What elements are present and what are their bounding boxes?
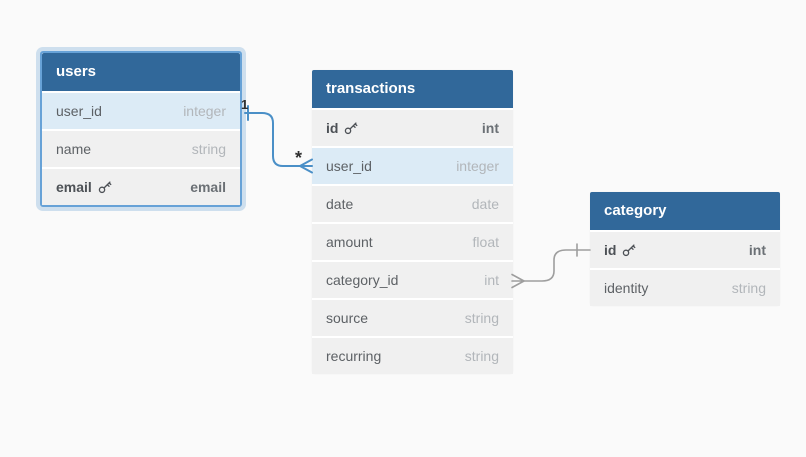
field-row-source[interactable]: source string [312,300,513,336]
crow-foot-many-icon [299,158,313,174]
field-row-amount[interactable]: amount float [312,224,513,260]
key-icon [345,122,358,135]
field-row-recurring[interactable]: recurring string [312,338,513,374]
field-type: integer [456,158,499,174]
field-type: string [191,141,226,157]
field-name: user_id [56,103,102,119]
field-name: category_id [326,272,399,288]
field-type: string [464,310,499,326]
field-name: email [56,179,92,195]
table-users[interactable]: users user_id integer name string email … [40,51,242,207]
field-name: name [56,141,92,157]
table-users-header[interactable]: users [42,53,240,91]
field-type: string [464,348,499,364]
key-icon [623,244,636,257]
edge-transactions-category[interactable] [511,243,591,289]
table-category[interactable]: category id int identity string [590,192,780,306]
field-row-name[interactable]: name string [42,131,240,167]
field-row-id[interactable]: id int [590,232,780,268]
key-icon [98,181,112,194]
field-row-user_id[interactable]: user_id integer [42,93,240,129]
field-type: string [731,280,766,296]
field-row-user_id[interactable]: user_id integer [312,148,513,184]
field-row-id[interactable]: id int [312,110,513,146]
field-type: integer [183,103,226,119]
field-type: float [472,234,499,250]
field-row-email[interactable]: email email [42,169,240,205]
field-row-category_id[interactable]: category_id int [312,262,513,298]
field-type: date [471,196,499,212]
field-name: amount [326,234,373,250]
field-name: recurring [326,348,382,364]
field-type: email [190,179,226,195]
field-name: identity [604,280,649,296]
field-type: int [748,242,766,258]
field-row-identity[interactable]: identity string [590,270,780,306]
edge-users-transactions[interactable]: 1 * [241,97,313,174]
table-transactions[interactable]: transactions id int user_id integer date… [312,70,513,374]
field-name: date [326,196,354,212]
field-name: id [326,120,339,136]
table-category-header[interactable]: category [590,192,780,230]
field-name: source [326,310,369,326]
table-transactions-header[interactable]: transactions [312,70,513,108]
field-type: int [484,272,499,288]
field-row-date[interactable]: date date [312,186,513,222]
field-type: int [481,120,499,136]
field-name: id [604,242,617,258]
crow-foot-many-icon [511,273,525,289]
field-name: user_id [326,158,372,174]
